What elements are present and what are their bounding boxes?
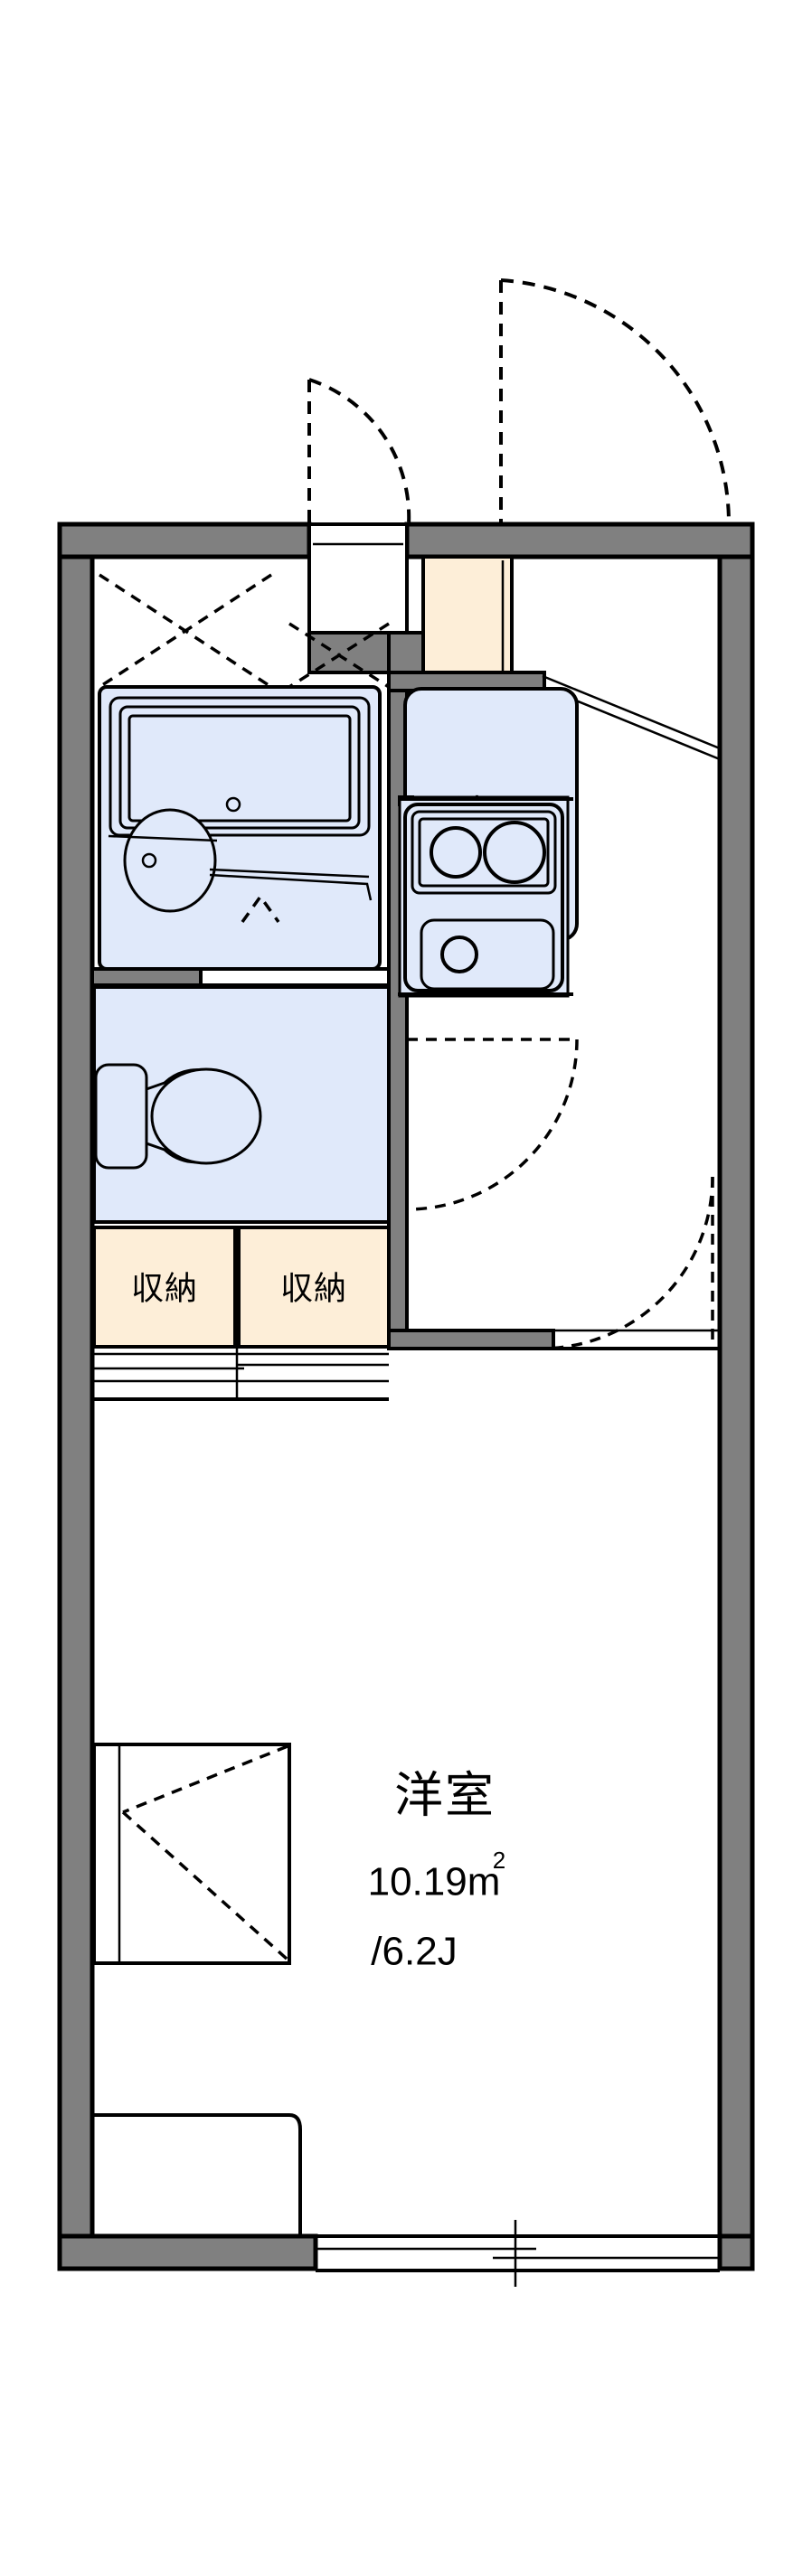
main-room: 洋室 10.19m 2 /6.2J [92,1397,505,2236]
room-closet-upper [92,1743,291,1965]
entrance-hall-edge-1 [542,674,721,750]
main-room-area: 10.19m [368,1860,501,1904]
exterior-walls [57,522,755,2271]
entrance-step-recess [307,522,409,635]
closet-sliding-doors[interactable] [94,1340,389,1399]
wall-kitchen-bottom [387,1329,555,1350]
hallway [405,1012,720,1350]
storage-closets: 収納 収納 [92,1226,391,1399]
main-room-name: 洋室 [394,1768,496,1822]
storage-closet-left-label: 収納 [131,1270,198,1307]
entrance-porch-recess [307,522,409,635]
unit-bath-folding-door [99,573,390,689]
bathroom-door-arc [406,1039,579,1211]
bathtub-drain [225,796,241,813]
wall-left [57,522,95,2271]
wall-top-left [57,522,312,559]
stove-burner-small [430,826,482,879]
vanity-counter-edge [209,873,373,901]
unit-bath-door-chevron [241,893,280,924]
room-closet-swing-1 [122,1744,288,1814]
storage-closet-right-label: 収納 [280,1270,347,1307]
balcony-sliding-window[interactable] [316,2220,720,2287]
folding-door-line-4 [288,622,390,689]
living-room-door-arc [540,1176,714,1350]
shoe-cabinet[interactable] [421,555,514,674]
washbasin-drain [141,852,157,869]
storage-closet-left[interactable] [92,1226,237,1349]
main-room-area-superscript: 2 [493,1847,505,1874]
storage-closet-right[interactable] [237,1226,391,1349]
wall-bottom-right [717,2233,755,2271]
unit-bath-room [90,557,391,973]
kitchen-laundry-block: 洗置 [387,555,721,1350]
toilet-seat [150,1067,262,1165]
vanity-counter-line [209,868,370,879]
kitchen-sink-drain [440,935,478,973]
wall-right [717,522,755,2271]
folding-door-line-2 [99,573,272,689]
toilet-partition-stub [90,967,203,987]
bathtub-inner [127,714,352,823]
stove-burner-large [483,821,546,884]
toilet-door-opening [199,967,391,987]
interior-door-swings [406,1038,714,1350]
toilet-room [90,967,391,1224]
room-lower-alcove [94,2113,302,2236]
exterior-door-swing-left-arc [308,378,411,525]
exterior-door-swings [307,278,731,525]
washbasin-bowl [123,808,217,913]
wall-top-right [404,522,755,559]
exterior-door-swing-right-arc [500,278,731,523]
room-closet-box [92,1743,291,1965]
wall-bottom-left [57,2233,318,2271]
main-room-tatami: /6.2J [371,1930,457,1974]
toilet-cistern [94,1063,148,1170]
vanity-back-line [108,834,218,842]
